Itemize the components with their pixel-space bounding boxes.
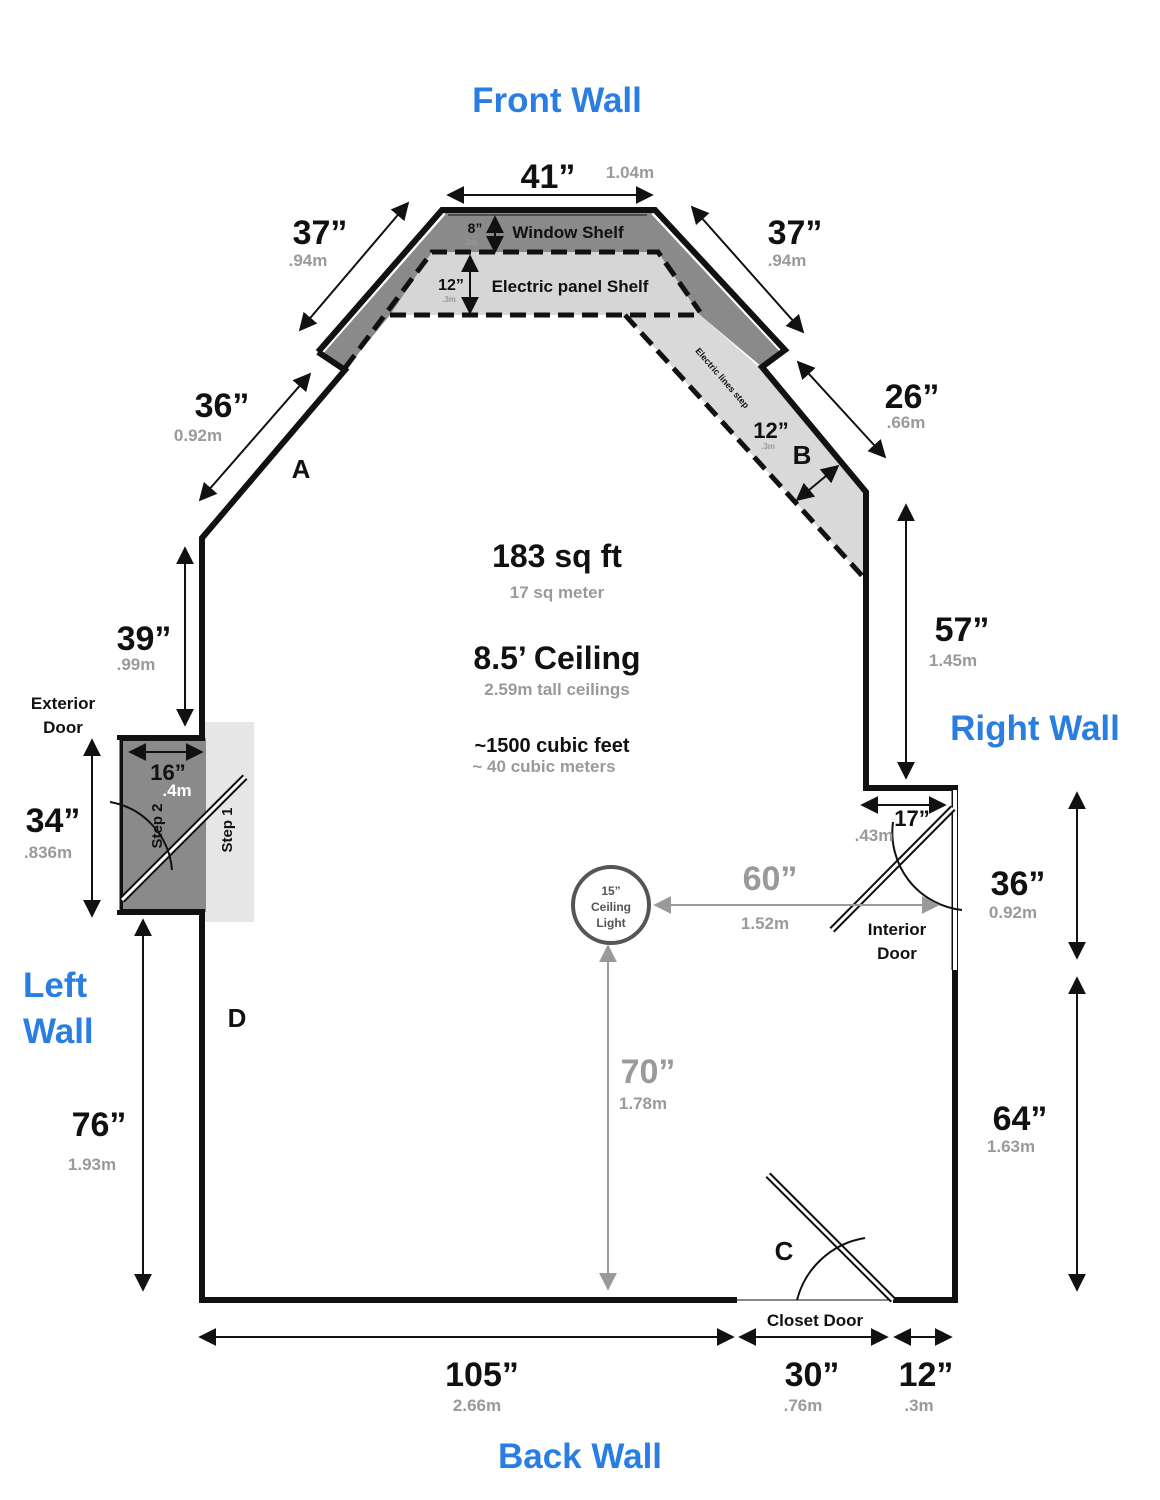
dim-wall-b-metric: .66m (887, 413, 926, 432)
dim-arrow-front-left (298, 201, 410, 332)
dim-light-to-wall: 60” (743, 860, 798, 898)
room-volume-metric: ~ 40 cubic meters (472, 757, 615, 776)
dim-arrow-wall-a (198, 372, 312, 502)
dim-closet-metric: .76m (784, 1396, 823, 1415)
left-wall-label-line2: Wall (23, 1012, 94, 1051)
interior-door-label-line1: Interior (868, 920, 927, 939)
electric-depth-metric: .3m (442, 295, 456, 304)
dim-front-right: 37” (768, 214, 823, 252)
dim-arrow-step-depth (795, 464, 840, 502)
closet-door-label: Closet Door (767, 1311, 864, 1330)
dim-ext-door: 34” (26, 802, 81, 840)
closet-door-panel-inner (766, 1173, 895, 1302)
wall-letter-a: A (292, 454, 311, 484)
room-ceiling-metric: 2.59m tall ceilings (484, 680, 630, 699)
dim-front-left: 37” (293, 214, 348, 252)
wall-letter-c: C (775, 1236, 794, 1266)
room-walls (315, 207, 958, 1303)
electric-shelf-label: Electric panel Shelf (492, 277, 649, 296)
dim-front-right-metric: .94m (768, 251, 807, 270)
dim-front-left-metric: .94m (289, 251, 328, 270)
dim-step-depth: 16” (150, 760, 185, 785)
dim-front-top: 41” (521, 158, 576, 196)
room-area-metric: 17 sq meter (510, 583, 605, 602)
ceiling-light-size: 15” (601, 884, 620, 898)
dim-wall-a-metric: 0.92m (174, 426, 222, 445)
dim-step-depth-metric: .4m (162, 781, 191, 800)
dim-right-lower-metric: 1.63m (987, 1137, 1035, 1156)
closet-door-swing (796, 1237, 866, 1301)
exterior-door-panel-inner (120, 775, 247, 902)
dim-closet: 30” (785, 1356, 840, 1394)
dim-right-upper-metric: 1.45m (929, 651, 977, 670)
step-depth-label: 12” (753, 418, 788, 443)
room-ceiling: 8.5’ Ceiling (473, 640, 640, 676)
exterior-door-label-line2: Door (43, 718, 83, 737)
wall-letter-b: B (793, 440, 812, 470)
dim-int-door-offset-metric: .43m (855, 826, 894, 845)
dim-back-right: 12” (899, 1356, 954, 1394)
exterior-door-label-line1: Exterior (31, 694, 96, 713)
window-depth-metric: .2m (463, 238, 477, 247)
dim-int-door-offset: 17” (894, 806, 929, 831)
window-shelf-label: Window Shelf (512, 223, 624, 242)
electric-depth-label: 12” (438, 277, 464, 294)
step1-label: Step 1 (219, 807, 236, 852)
step-depth-metric: .3m (761, 442, 775, 451)
dim-int-door: 36” (991, 865, 1046, 903)
exterior-door-swing (109, 801, 173, 871)
window-depth-label: 8” (468, 220, 483, 236)
interior-door-label-line2: Door (877, 944, 917, 963)
dim-arrow-front-right (690, 205, 805, 334)
step2-label: Step 2 (149, 803, 166, 848)
dim-back-right-metric: .3m (904, 1396, 933, 1415)
dim-left-upper-metric: .99m (117, 655, 156, 674)
back-wall-label: Back Wall (498, 1437, 662, 1476)
step1-area (205, 722, 254, 922)
front-wall-label: Front Wall (472, 81, 642, 120)
interior-door-swing (891, 821, 963, 911)
dim-arrow-wall-b (796, 360, 887, 459)
dim-light-to-back: 70” (621, 1053, 676, 1091)
electric-step-boundary (623, 313, 868, 582)
dim-light-to-wall-metric: 1.52m (741, 914, 789, 933)
dim-right-upper: 57” (935, 611, 990, 649)
dim-wall-b: 26” (885, 378, 940, 416)
dim-int-door-metric: 0.92m (989, 903, 1037, 922)
ceiling-light-line1: Ceiling (591, 900, 631, 914)
right-wall-label: Right Wall (950, 709, 1120, 748)
dim-ext-door-metric: .836m (24, 843, 72, 862)
wall-letter-d: D (228, 1003, 247, 1033)
dim-left-lower: 76” (72, 1106, 127, 1144)
dim-left-lower-metric: 1.93m (68, 1155, 116, 1174)
dim-front-top-metric: 1.04m (606, 163, 654, 182)
room-volume: ~1500 cubic feet (474, 735, 629, 757)
ceiling-light (571, 865, 651, 945)
ceiling-light-line2: Light (596, 916, 625, 930)
dim-wall-a: 36” (195, 387, 250, 425)
left-wall-label-line1: Left (23, 966, 88, 1005)
dim-back-main-metric: 2.66m (453, 1396, 501, 1415)
dim-back-main: 105” (445, 1356, 519, 1394)
dim-left-upper: 39” (117, 620, 172, 658)
dim-light-to-back-metric: 1.78m (619, 1094, 667, 1113)
dim-right-lower: 64” (993, 1100, 1048, 1138)
room-area: 183 sq ft (492, 538, 622, 574)
